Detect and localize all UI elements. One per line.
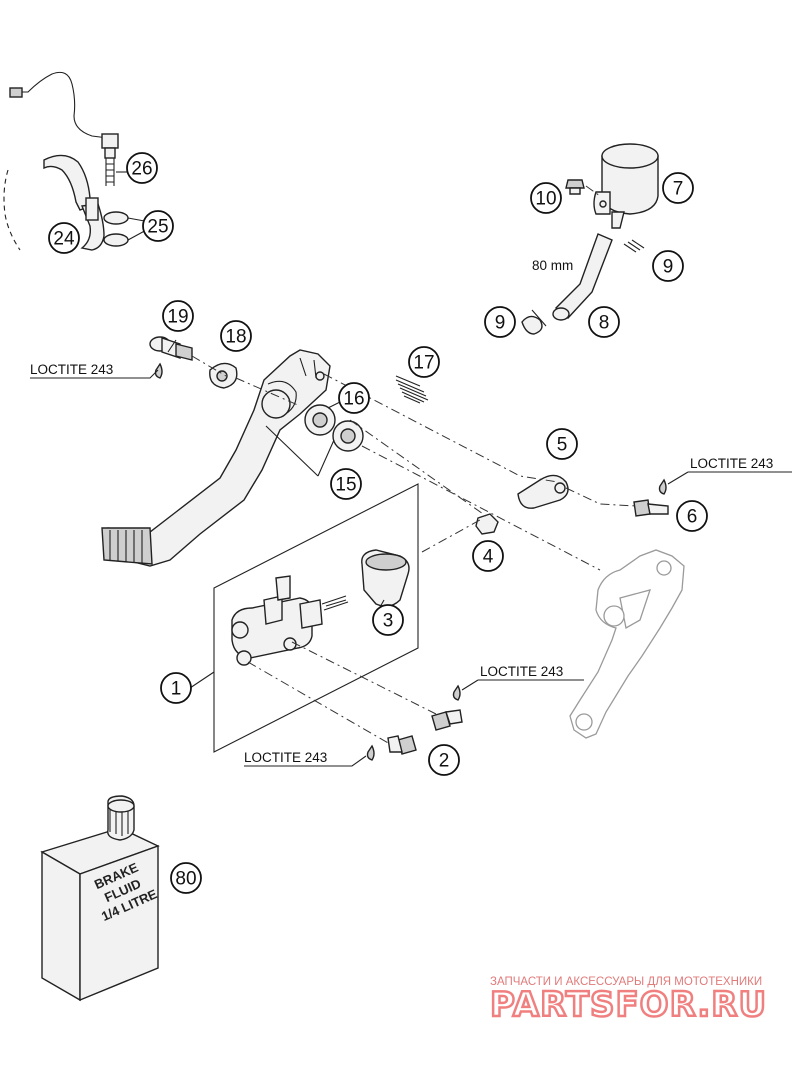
svg-text:80: 80	[175, 869, 196, 890]
svg-text:19: 19	[167, 307, 188, 328]
callout-19: 19	[162, 300, 194, 332]
pivot-bolt-and-washer	[149, 336, 238, 389]
callout-18: 18	[220, 320, 252, 352]
callout-17: 17	[408, 346, 440, 378]
callout-4: 4	[472, 540, 504, 572]
callout-26: 26	[126, 152, 158, 184]
callout-3: 3	[372, 604, 404, 636]
svg-text:8: 8	[599, 313, 610, 334]
brake-pedal	[101, 349, 331, 567]
svg-text:10: 10	[535, 189, 556, 210]
svg-text:1: 1	[171, 679, 182, 700]
brake-light-switch-assembly	[3, 71, 151, 251]
watermark-brand: PARTSFOR.RU	[490, 985, 767, 1025]
callout-16: 16	[338, 382, 370, 414]
callout-1: 1	[160, 672, 192, 704]
svg-text:17: 17	[413, 353, 434, 374]
loctite-label-bolt-6: LOCTITE 243	[690, 456, 773, 471]
loctite-label-bolt-2-upper: LOCTITE 243	[480, 664, 563, 679]
callout-7: 7	[662, 172, 694, 204]
watermark-tagline: ЗАПЧАСТИ И АКСЕССУАРЫ ДЛЯ МОТОТЕХНИКИ	[490, 976, 762, 988]
callout-24: 24	[48, 222, 80, 254]
callout-2: 2	[428, 744, 460, 776]
callout-80: 80	[170, 862, 202, 894]
svg-text:9: 9	[663, 257, 674, 278]
loctite-drops	[154, 362, 667, 761]
brake-fluid-can: BRAKE FLUID 1/4 LITRE	[40, 795, 160, 1002]
footrest-bracket	[569, 549, 685, 739]
svg-text:26: 26	[131, 159, 152, 180]
svg-text:6: 6	[687, 507, 698, 528]
callout-6: 6	[676, 500, 708, 532]
pedal-bearings	[304, 404, 364, 452]
return-spring	[395, 375, 429, 404]
callout-15: 15	[330, 468, 362, 500]
rubber-boot	[361, 549, 410, 607]
bolt-6	[633, 499, 669, 517]
svg-text:2: 2	[439, 751, 450, 772]
svg-text:7: 7	[673, 179, 684, 200]
master-cylinder	[213, 483, 419, 753]
loctite-label-pedal: LOCTITE 243	[30, 362, 113, 377]
hose-length-label: 80 mm	[532, 258, 573, 273]
svg-text:9: 9	[495, 313, 506, 334]
callout-9-left: 9	[484, 306, 516, 338]
svg-text:5: 5	[557, 435, 568, 456]
callout-9-right: 9	[652, 250, 684, 282]
watermark: ЗАПЧАСТИ И АКСЕССУАРЫ ДЛЯ МОТОТЕХНИКИ PA…	[489, 976, 768, 1026]
callout-25: 25	[142, 210, 174, 242]
svg-text:25: 25	[147, 217, 168, 238]
svg-text:4: 4	[483, 547, 494, 568]
svg-text:15: 15	[335, 475, 356, 496]
reservoir-hose	[521, 233, 645, 335]
svg-text:24: 24	[53, 229, 75, 250]
callout-10: 10	[530, 182, 562, 214]
mounting-bolts	[387, 709, 463, 755]
loctite-label-bolt-2-lower: LOCTITE 243	[244, 750, 327, 765]
callout-5: 5	[546, 428, 578, 460]
svg-text:16: 16	[343, 389, 364, 410]
assembly-lines	[191, 355, 637, 745]
clevis-and-nut	[475, 474, 569, 535]
brake-fluid-reservoir	[565, 143, 659, 229]
callout-8: 8	[588, 306, 620, 338]
loctite-labels: LOCTITE 243 LOCTITE 243 LOCTITE 243 LOCT…	[30, 362, 792, 767]
svg-text:18: 18	[225, 327, 246, 348]
svg-text:3: 3	[383, 611, 394, 632]
